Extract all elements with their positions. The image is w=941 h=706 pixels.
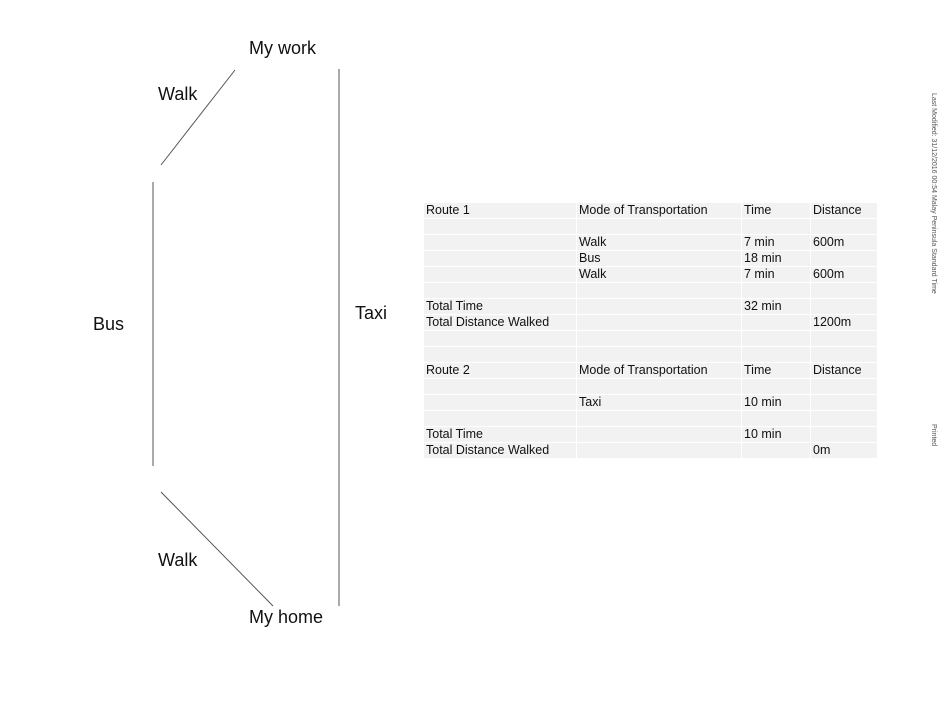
table-cell: Route 1 [424,203,577,218]
table-cell [811,283,878,298]
table-cell: Total Distance Walked [424,315,577,330]
table-cell: 18 min [742,251,811,266]
table-cell [811,379,878,394]
table-cell: 10 min [742,427,811,442]
table-cell: Total Distance Walked [424,443,577,458]
table-cell [811,411,878,426]
table-cell [742,331,811,346]
table-row [424,219,878,234]
table-row [424,379,878,394]
table-cell [424,331,577,346]
label-taxi: Taxi [355,303,388,323]
table-cell: Route 2 [424,363,577,378]
label-my-home: My home [249,607,324,627]
table-cell [811,219,878,234]
table-cell [742,443,811,458]
label-walk-top: Walk [158,84,198,104]
walk-top-line [160,69,236,166]
table-cell [811,395,878,410]
table-row: Total Time 32 min [424,299,878,314]
table-cell [424,235,577,250]
table-cell [424,251,577,266]
table-row [424,283,878,298]
table-cell: 600m [811,267,878,282]
walk-bottom-line [160,491,274,607]
table-cell: 10 min [742,395,811,410]
table-cell: 7 min [742,267,811,282]
table-cell: Time [742,363,811,378]
label-my-work: My work [249,38,316,58]
table-cell: 0m [811,443,878,458]
table-cell [742,379,811,394]
table-cell [742,283,811,298]
table-cell: 32 min [742,299,811,314]
table-row: Total Distance Walked 0m [424,443,878,458]
table-cell [577,347,742,362]
table-cell: Mode of Transportation [577,203,742,218]
table-cell: 600m [811,235,878,250]
table-cell [424,379,577,394]
table-cell [424,283,577,298]
table-cell [577,427,742,442]
table-cell: Distance [811,203,878,218]
table-cell [811,427,878,442]
table-cell [424,347,577,362]
table-cell: Walk [577,235,742,250]
label-bus: Bus [93,314,125,334]
table-cell [742,411,811,426]
table-cell [577,219,742,234]
table-cell [577,411,742,426]
table-row [424,347,878,362]
table-cell [424,219,577,234]
table-cell: Total Time [424,427,577,442]
table-row: Total Distance Walked 1200m [424,315,878,330]
table-cell: Total Time [424,299,577,314]
table-row [424,411,878,426]
table-cell: Distance [811,363,878,378]
table-cell [742,219,811,234]
table-cell [811,299,878,314]
label-walk-bottom: Walk [158,550,198,570]
table-cell [577,299,742,314]
table-cell [577,331,742,346]
table-cell: Walk [577,267,742,282]
table-cell [811,331,878,346]
table-cell: Mode of Transportation [577,363,742,378]
table-cell [742,315,811,330]
table-row: Total Time 10 min [424,427,878,442]
table-cell: 1200m [811,315,878,330]
table-cell [577,315,742,330]
table-row [424,331,878,346]
table-cell [577,443,742,458]
table-cell [424,267,577,282]
table-cell [811,347,878,362]
last-modified-note: Last Modified: 31/12/2016 00:54 Malay Pe… [930,93,937,294]
table-cell [811,251,878,266]
table-cell [424,411,577,426]
table-cell [424,395,577,410]
table-cell [577,379,742,394]
table-cell [577,283,742,298]
table-cell: Bus [577,251,742,266]
table-cell: Time [742,203,811,218]
table-cell: Taxi [577,395,742,410]
table-cell: 7 min [742,235,811,250]
table-cell [742,347,811,362]
printed-note: Printed [930,424,937,447]
